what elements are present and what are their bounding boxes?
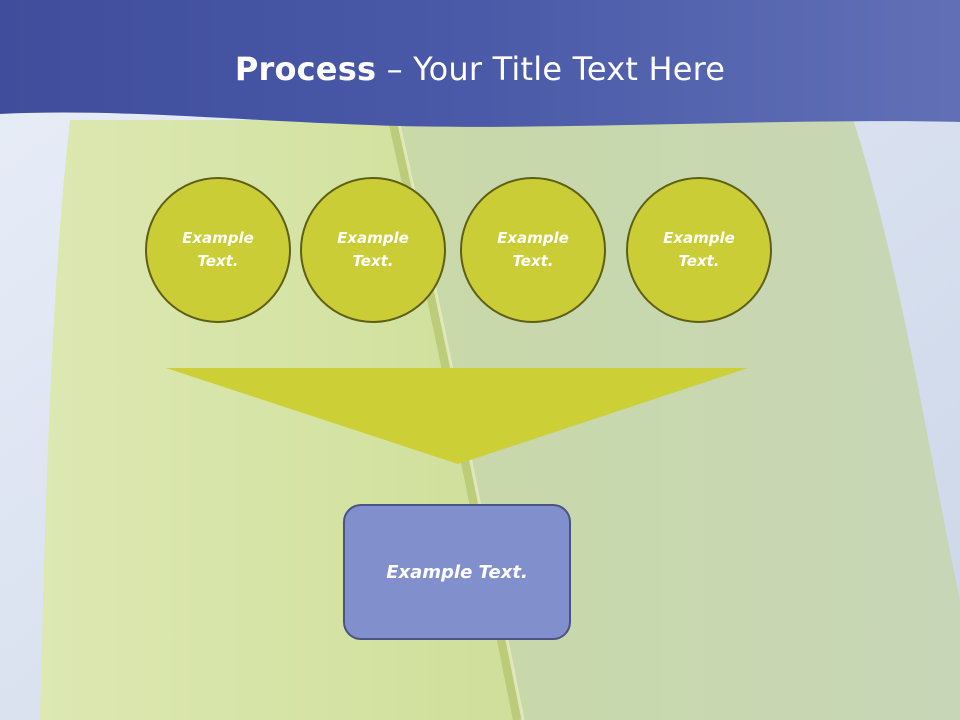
process-step-1: Example Text. (145, 177, 291, 323)
step-4-label: Example Text. (663, 229, 735, 270)
process-step-2: Example Text. (300, 177, 446, 323)
process-step-4: Example Text. (626, 177, 772, 323)
step-3-label: Example Text. (497, 229, 569, 270)
step-2-label: Example Text. (337, 229, 409, 270)
result-box: Example Text. (343, 504, 571, 640)
page-title: Process – Your Title Text Here (0, 50, 960, 88)
result-label: Example Text. (386, 561, 528, 583)
funnel-arrow (166, 368, 748, 464)
title-rest: – Your Title Text Here (376, 50, 726, 88)
title-bold: Process (234, 50, 377, 88)
step-1-label: Example Text. (182, 229, 254, 270)
header-band (0, 0, 960, 127)
process-step-3: Example Text. (460, 177, 606, 323)
